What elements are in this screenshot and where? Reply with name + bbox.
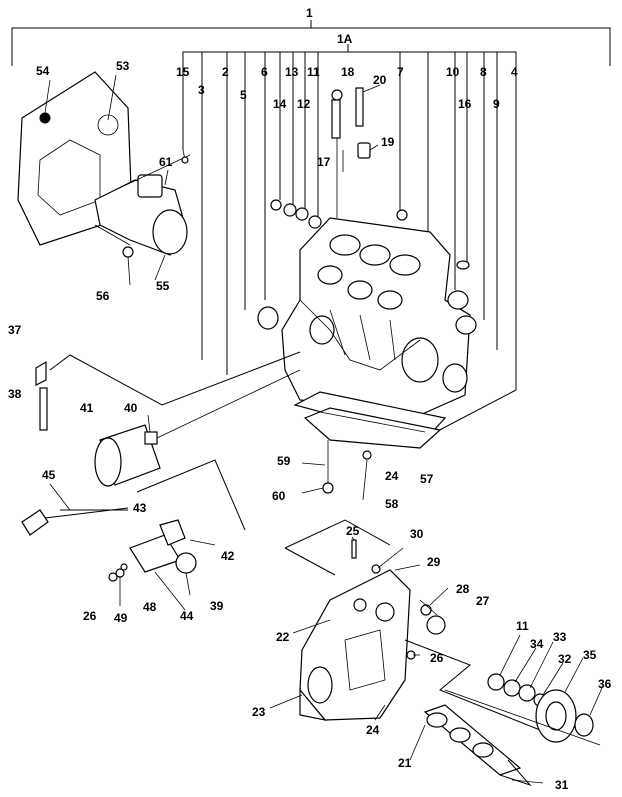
oil-pump-group xyxy=(21,459,246,611)
label-19: 19 xyxy=(381,135,395,149)
cylinder-block xyxy=(281,217,477,416)
label-24: 24 xyxy=(385,469,399,483)
rear-plate-assembly xyxy=(17,71,191,258)
label-48: 48 xyxy=(143,600,157,614)
camshaft-group xyxy=(423,673,601,787)
label-61: 61 xyxy=(159,155,173,169)
label-3: 3 xyxy=(198,83,205,97)
label-13: 13 xyxy=(285,65,299,79)
label-34: 34 xyxy=(530,637,544,651)
label-9: 9 xyxy=(493,97,500,111)
label-26: 26 xyxy=(83,609,97,623)
label-35: 35 xyxy=(583,648,597,662)
label-28: 28 xyxy=(456,582,470,596)
label-8: 8 xyxy=(480,65,487,79)
label-43: 43 xyxy=(133,501,147,515)
label-21: 21 xyxy=(398,756,412,770)
label-15: 15 xyxy=(176,65,190,79)
label-24b: 24 xyxy=(366,723,380,737)
label-12: 12 xyxy=(297,97,311,111)
label-39: 39 xyxy=(210,599,224,613)
label-4: 4 xyxy=(511,65,518,79)
label-14: 14 xyxy=(273,97,287,111)
label-56: 56 xyxy=(96,289,110,303)
label-1: 1 xyxy=(306,6,313,20)
label-7: 7 xyxy=(397,65,404,79)
label-58: 58 xyxy=(385,497,399,511)
assembly-brackets xyxy=(11,20,611,436)
front-plate xyxy=(284,519,541,731)
label-2: 2 xyxy=(222,65,229,79)
label-36: 36 xyxy=(598,677,612,691)
label-10: 10 xyxy=(446,65,460,79)
callout-labels: 1 1A 15 2 3 6 13 11 5 14 12 18 20 7 10 8… xyxy=(8,6,612,792)
oil-filter xyxy=(94,369,301,487)
block-small-parts xyxy=(181,87,470,330)
label-59: 59 xyxy=(277,454,291,468)
label-29: 29 xyxy=(427,555,441,569)
label-18: 18 xyxy=(341,65,355,79)
label-30: 30 xyxy=(410,527,424,541)
label-11b: 11 xyxy=(516,619,529,633)
label-55: 55 xyxy=(156,279,170,293)
label-17: 17 xyxy=(317,155,331,169)
label-60: 60 xyxy=(272,489,286,503)
label-31: 31 xyxy=(555,778,569,792)
leader-lines xyxy=(44,74,603,784)
label-23: 23 xyxy=(252,705,266,719)
label-42: 42 xyxy=(221,549,235,563)
dipstick-guide xyxy=(35,351,301,431)
label-6: 6 xyxy=(261,65,268,79)
label-33: 33 xyxy=(553,630,567,644)
label-26b: 26 xyxy=(430,651,444,665)
label-38: 38 xyxy=(8,387,22,401)
label-22: 22 xyxy=(276,630,290,644)
oil-pan xyxy=(293,391,447,494)
label-54: 54 xyxy=(36,64,50,78)
label-16: 16 xyxy=(458,97,472,111)
label-1A: 1A xyxy=(337,32,353,46)
label-44: 44 xyxy=(180,609,194,623)
label-37: 37 xyxy=(8,323,22,337)
label-57: 57 xyxy=(420,472,434,486)
label-41: 41 xyxy=(80,401,94,415)
label-49: 49 xyxy=(114,611,128,625)
label-53: 53 xyxy=(116,59,130,73)
label-11: 11 xyxy=(307,65,320,79)
label-45: 45 xyxy=(42,468,56,482)
label-32: 32 xyxy=(558,652,572,666)
label-5: 5 xyxy=(240,88,247,102)
label-20: 20 xyxy=(373,73,387,87)
label-25: 25 xyxy=(346,524,360,538)
label-27: 27 xyxy=(476,594,490,608)
label-40: 40 xyxy=(124,401,138,415)
